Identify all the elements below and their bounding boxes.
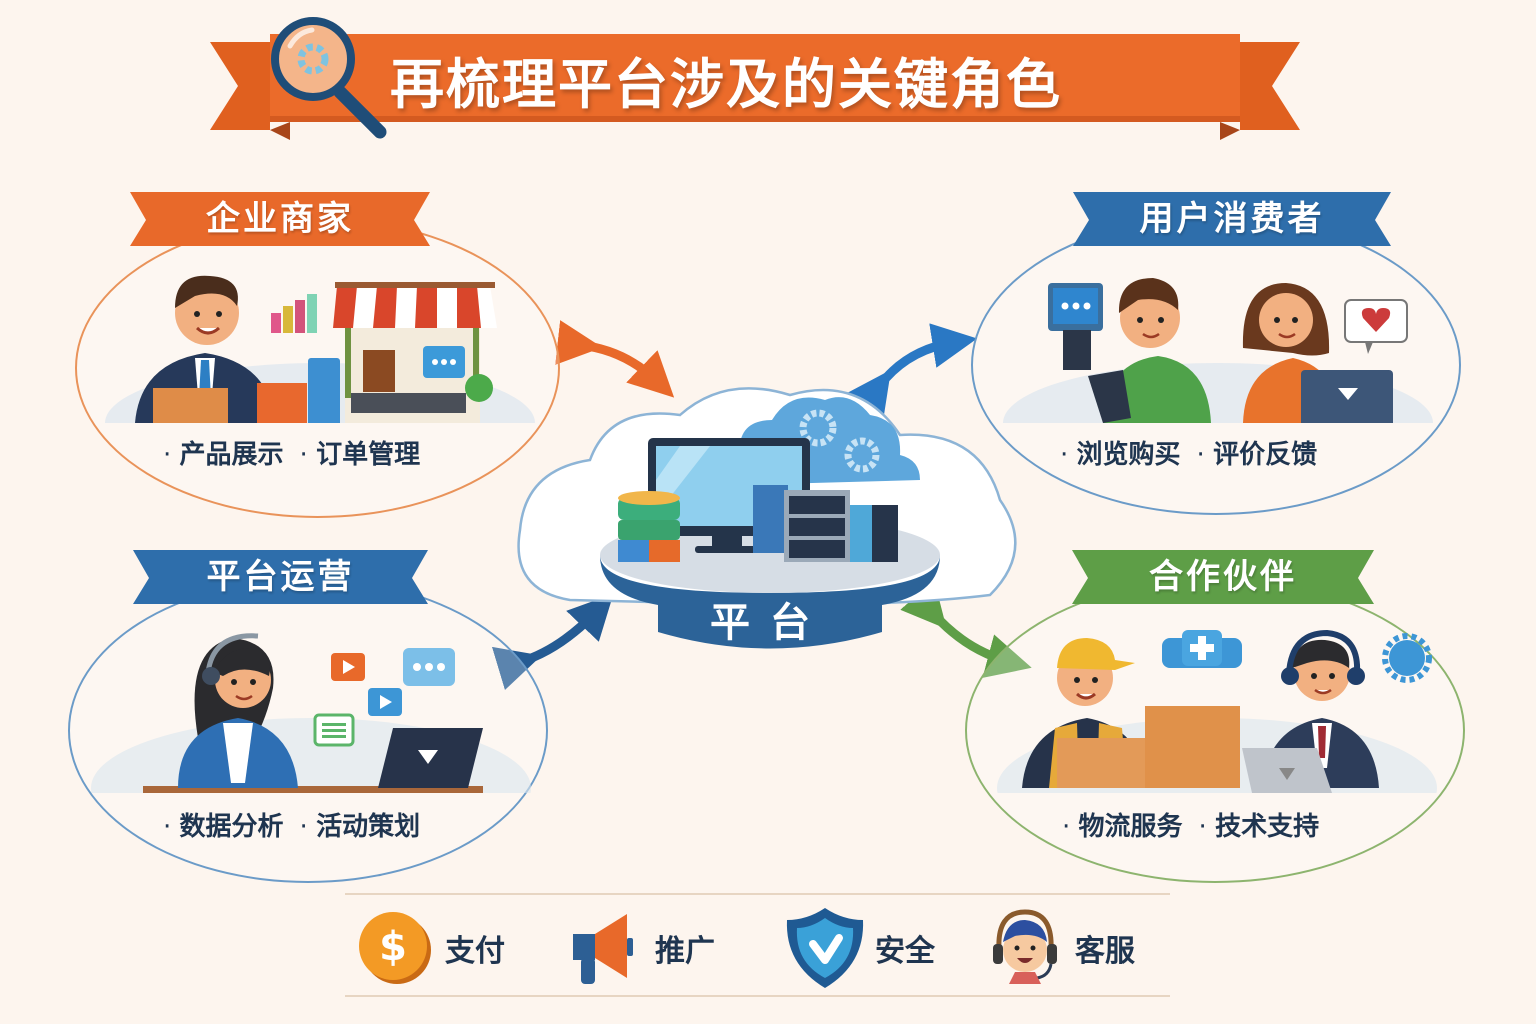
- role-ribbon: 用户消费者: [1073, 190, 1391, 248]
- support-agent-illustration: [178, 633, 298, 788]
- platform-hub: [510, 360, 1030, 670]
- bullet-item: 技术支持: [1199, 806, 1319, 843]
- role-panel-operator[interactable]: 平台运营 数据分析 活动策划: [68, 548, 553, 888]
- svg-text:$: $: [379, 924, 407, 970]
- headset-icon: [1286, 629, 1361, 674]
- service-promotion[interactable]: 推广: [565, 905, 715, 990]
- megaphone-icon: [573, 913, 633, 984]
- role-panel-partner[interactable]: 合作伙伴: [962, 548, 1467, 888]
- bullet-item: 评价反馈: [1197, 434, 1317, 471]
- role-title: 用户消费者: [1139, 199, 1325, 239]
- gear-icon: [1389, 640, 1425, 676]
- arrow-consumer: [846, 323, 978, 420]
- young-man-illustration: [1088, 278, 1211, 423]
- chat-bubble-icon: [1048, 283, 1103, 370]
- service-payment[interactable]: $ 支付: [355, 905, 505, 990]
- package-box-icon: [1145, 706, 1240, 788]
- ribbon-shape: [210, 34, 1300, 140]
- role-title: 合作伙伴: [1149, 557, 1297, 597]
- role-title: 企业商家: [206, 199, 354, 239]
- platform-label: 平台: [710, 600, 830, 646]
- gift-box-icon: [257, 383, 307, 423]
- partner-scene: [997, 629, 1437, 793]
- shield-check-icon: [786, 907, 864, 988]
- role-ribbon: 平台运营: [133, 548, 428, 606]
- role-bullets: 产品展示 订单管理: [163, 434, 421, 471]
- bullet-item: 浏览购买: [1060, 434, 1181, 471]
- cap-icon: [1057, 638, 1135, 670]
- consumer-scene: [1003, 278, 1433, 423]
- bullet-item: 订单管理: [300, 434, 420, 471]
- bullet-item: 产品展示: [163, 434, 284, 471]
- enterprise-scene: [105, 275, 535, 423]
- service-customer-support[interactable]: 客服: [985, 905, 1135, 990]
- service-label: 推广: [655, 933, 715, 969]
- role-bullets: 浏览购买 评价反馈: [1060, 434, 1318, 471]
- service-label: 支付: [445, 933, 505, 969]
- package-box-icon: [153, 388, 228, 423]
- bullet-item: 数据分析: [163, 806, 284, 843]
- service-label: 安全: [875, 933, 935, 969]
- service-label: 客服: [1075, 933, 1135, 969]
- arrow-enterprise: [555, 320, 675, 398]
- database-icon: [618, 491, 680, 562]
- role-bullets: 数据分析 活动策划: [163, 806, 421, 843]
- page-title: 再梳理平台涉及的关键角色: [390, 53, 1062, 116]
- bar-chart-icon: [271, 294, 317, 333]
- arrow-operator: [491, 593, 614, 691]
- handshake-icon: [1162, 630, 1242, 668]
- bullet-item: 活动策划: [300, 806, 420, 843]
- storefront-icon: [333, 282, 497, 423]
- plant-icon: [465, 374, 493, 402]
- divider-top: [345, 893, 1170, 895]
- server-rack-icon: [753, 485, 898, 562]
- desk: [143, 786, 483, 793]
- headset-agent-icon: [993, 908, 1057, 984]
- divider-bottom: [345, 995, 1170, 997]
- role-ribbon: 合作伙伴: [1072, 548, 1374, 606]
- shopping-bag-icon: [308, 358, 340, 423]
- role-bullets: 物流服务 技术支持: [1062, 806, 1320, 843]
- bullet-item: 物流服务: [1062, 806, 1183, 843]
- role-title: 平台运营: [206, 557, 355, 597]
- dollar-coin-icon: $: [359, 911, 431, 984]
- role-panel-enterprise[interactable]: 企业商家: [75, 190, 565, 520]
- service-security[interactable]: 安全: [785, 905, 935, 990]
- role-panel-consumer[interactable]: 用户消费者: [968, 190, 1463, 520]
- operator-scene: [91, 633, 531, 793]
- heart-bubble-icon: [1344, 299, 1408, 354]
- role-ribbon: 企业商家: [130, 190, 430, 248]
- magnifier-icon: [268, 14, 393, 139]
- headset-icon: [205, 633, 259, 674]
- title-banner: 再梳理平台涉及的关键角色: [210, 30, 1300, 140]
